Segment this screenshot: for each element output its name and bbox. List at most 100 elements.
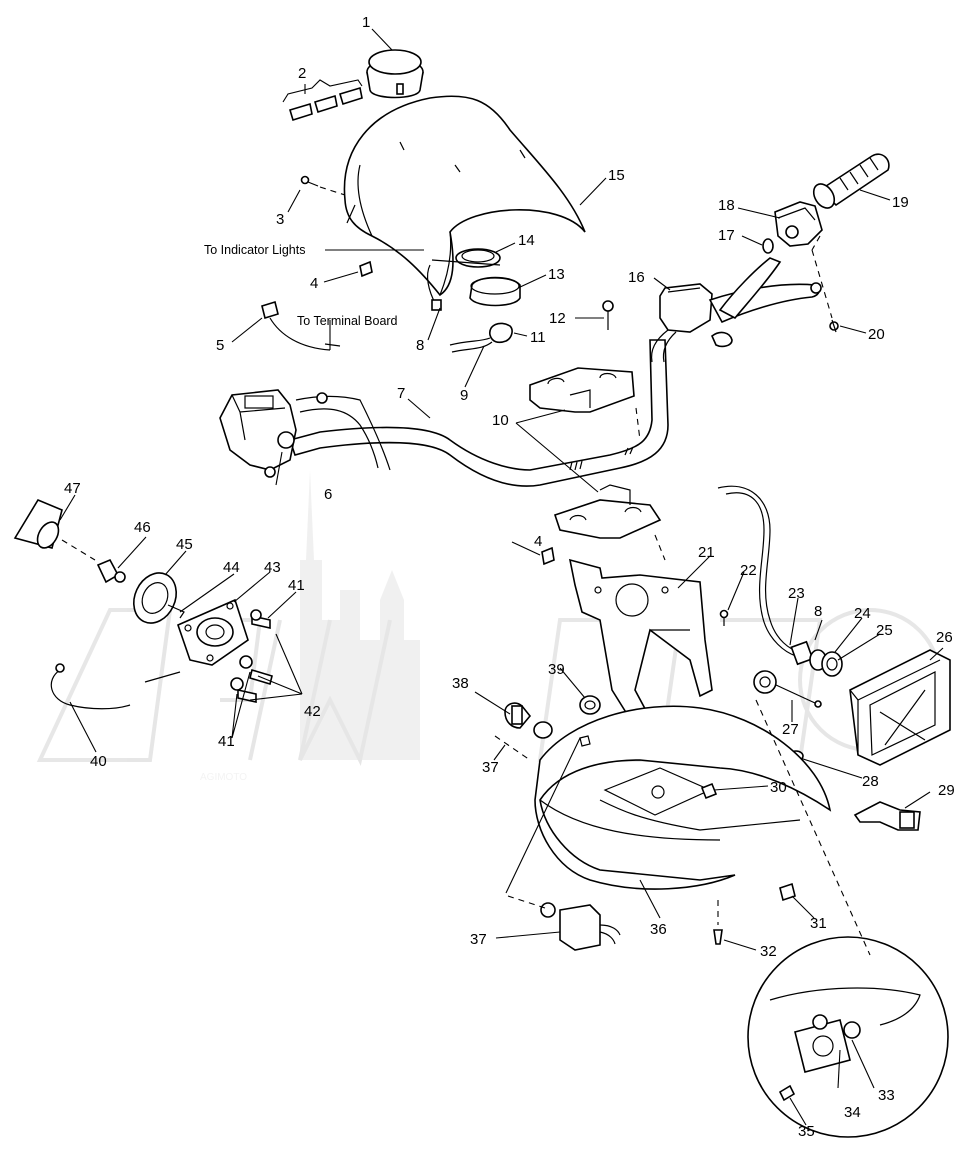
- callout-46: 46: [134, 519, 151, 536]
- callout-13: 13: [548, 266, 565, 283]
- callout-5: 5: [216, 337, 224, 354]
- detail-inset: [747, 936, 949, 1138]
- watermark-brand-letters: [36, 608, 942, 766]
- callout-8-lower: 8: [814, 603, 822, 620]
- callout-16: 16: [628, 269, 645, 286]
- bulb-part-29: [853, 801, 921, 831]
- callout-47: 47: [64, 480, 81, 497]
- handlebar-part-7: [288, 339, 669, 487]
- callout-17: 17: [718, 227, 735, 244]
- grip-part-47: [13, 498, 96, 561]
- callout-11: 11: [530, 329, 546, 346]
- grommet-part-39: [579, 695, 601, 715]
- note-to-indicator-lights: To Indicator Lights: [204, 243, 305, 257]
- callout-3: 3: [276, 211, 284, 228]
- callout-20: 20: [868, 326, 885, 343]
- callout-36: 36: [650, 921, 667, 938]
- bolt-part-12: [602, 300, 614, 330]
- callout-37-lower: 37: [470, 931, 487, 948]
- callout-14: 14: [518, 232, 535, 249]
- callout-41-lower: 41: [218, 733, 235, 750]
- bulb-socket-part-11: [449, 322, 513, 353]
- watermark-brand: AGIMOTO: [200, 772, 247, 783]
- bracket-part-21: [568, 558, 713, 723]
- callout-42: 42: [304, 703, 321, 720]
- brake-master-cylinder-part-6: [219, 389, 391, 478]
- screw-part-22: [719, 609, 729, 626]
- callout-9: 9: [460, 387, 468, 404]
- nut-part-37a: [533, 721, 553, 739]
- bolt-part-46: [96, 558, 126, 584]
- callout-2: 2: [298, 65, 306, 82]
- watermark: AGIMOTO: [36, 470, 942, 783]
- leader-lines: [59, 28, 944, 1126]
- watermark-church-silhouette: [300, 470, 420, 760]
- callout-25: 25: [876, 622, 893, 639]
- note-to-terminal-board: To Terminal Board: [297, 314, 398, 328]
- washer-part-17: [762, 238, 774, 254]
- grip-part-19: [812, 153, 890, 209]
- callout-15: 15: [608, 167, 625, 184]
- connector-part-5: [261, 300, 341, 351]
- callout-8-top: 8: [416, 337, 424, 354]
- callout-34: 34: [844, 1104, 861, 1121]
- callout-44: 44: [223, 559, 240, 576]
- callout-30: 30: [770, 779, 787, 796]
- lower-pod-part-36: [534, 705, 832, 890]
- callout-45: 45: [176, 536, 193, 553]
- callout-32: 32: [760, 943, 777, 960]
- callout-22: 22: [740, 562, 757, 579]
- callout-24: 24: [854, 605, 871, 622]
- callout-23: 23: [788, 585, 805, 602]
- switch-housing-part-18: [774, 201, 823, 247]
- clip-part-31: [779, 882, 796, 902]
- callout-19: 19: [892, 194, 909, 211]
- screw-part-32: [713, 900, 723, 945]
- washer-part-45: [133, 572, 177, 624]
- callout-37-upper: 37: [482, 759, 499, 776]
- callout-28: 28: [862, 773, 879, 790]
- callout-18: 18: [718, 197, 735, 214]
- callout-6: 6: [324, 486, 332, 503]
- switch-part-37b: [540, 902, 621, 951]
- callout-10: 10: [492, 412, 509, 429]
- callout-31: 31: [810, 915, 827, 932]
- callout-35: 35: [798, 1123, 815, 1140]
- wire-harness-part-23: [717, 485, 814, 666]
- callout-26: 26: [936, 629, 953, 646]
- callout-4-top: 4: [310, 275, 318, 292]
- handlebar-clamp-upper-part-10: [529, 367, 635, 413]
- callout-numbers: 1 2 3 4 5 6 7 8 9 10 11 12 13 14 15 16 1…: [64, 14, 955, 1140]
- gauge-part-1: [366, 49, 424, 99]
- callout-41-upper: 41: [288, 577, 305, 594]
- indicator-lenses-part-2: [282, 79, 363, 122]
- clip-part-4-top: [359, 260, 373, 278]
- screw-part-3: [300, 175, 346, 196]
- cable-part-40: [50, 663, 181, 710]
- switch-part-38: [504, 702, 532, 729]
- callout-40: 40: [90, 753, 107, 770]
- handlebar-clamp-lower-part-10: [553, 484, 662, 539]
- callout-12: 12: [549, 310, 566, 327]
- callout-43: 43: [264, 559, 281, 576]
- callout-39: 39: [548, 661, 565, 678]
- nut-part-30: [700, 782, 718, 800]
- headlight-part-26: [849, 649, 951, 766]
- callout-7: 7: [397, 385, 405, 402]
- brake-master-cylinder-part-16: [650, 257, 822, 363]
- clip-part-4-mid: [541, 546, 555, 566]
- screw-part-20: [811, 249, 839, 333]
- bezel-part-13: [469, 276, 521, 307]
- callout-1: 1: [362, 14, 370, 31]
- socket-ring-part-25: [821, 651, 843, 677]
- mount-plate-part-43: [177, 598, 249, 666]
- callout-33: 33: [878, 1087, 895, 1104]
- callout-21: 21: [698, 544, 715, 561]
- callout-38: 38: [452, 675, 469, 692]
- callout-27: 27: [782, 721, 799, 738]
- pin-part-44: [167, 604, 185, 619]
- dash-cover-part-15: [343, 95, 586, 297]
- callout-4-mid: 4: [534, 533, 542, 550]
